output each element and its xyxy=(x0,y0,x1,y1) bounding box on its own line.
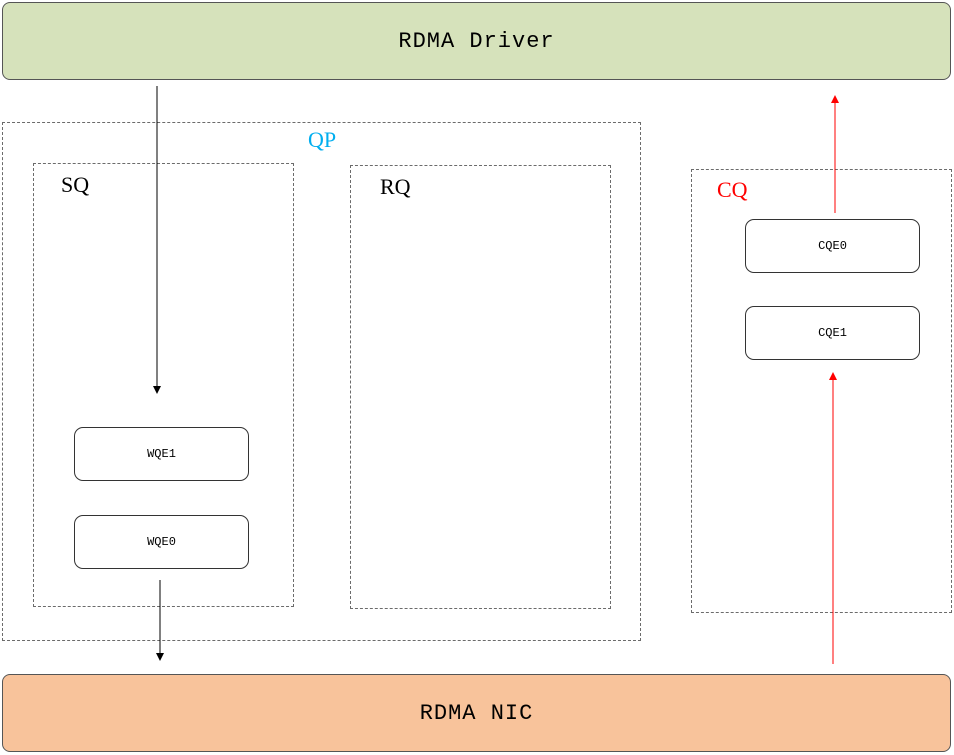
rdma-nic-box: RDMA NIC xyxy=(2,674,951,752)
cqe0-label: CQE0 xyxy=(818,239,847,253)
rdma-driver-label: RDMA Driver xyxy=(398,28,555,54)
cqe1-label: CQE1 xyxy=(818,326,847,340)
cq-container xyxy=(691,169,952,613)
sq-container xyxy=(33,163,294,607)
qp-label: QP xyxy=(308,127,337,152)
rq-label: RQ xyxy=(380,174,411,199)
sq-label: SQ xyxy=(61,172,90,197)
cqe0-entry: CQE0 xyxy=(745,219,920,273)
wqe0-entry: WQE0 xyxy=(74,515,249,569)
rdma-nic-label: RDMA NIC xyxy=(419,700,534,726)
rq-container xyxy=(350,165,611,609)
wqe1-entry: WQE1 xyxy=(74,427,249,481)
cq-label: CQ xyxy=(717,177,748,202)
qp-container xyxy=(2,122,641,641)
wqe1-label: WQE1 xyxy=(147,447,176,461)
wqe0-label: WQE0 xyxy=(147,535,176,549)
rdma-driver-box: RDMA Driver xyxy=(2,2,951,80)
cqe1-entry: CQE1 xyxy=(745,306,920,360)
